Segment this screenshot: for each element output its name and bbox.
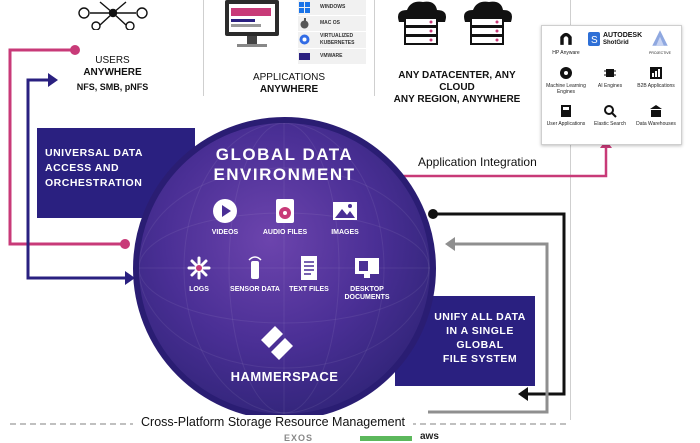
- desktop-documents-icon: [355, 258, 379, 278]
- monitor-icon: [225, 0, 279, 47]
- magenta-loop-line: [8, 48, 125, 246]
- os-vmware: VMWARE: [298, 49, 366, 64]
- shotgrid-icon: S: [588, 32, 600, 46]
- right-panel-line-2: IN A SINGLE: [446, 325, 514, 337]
- column-divider-3: [570, 0, 571, 420]
- hammerspace-logo-icon: [261, 326, 293, 360]
- file-type-text: TEXT FILES: [277, 255, 341, 294]
- applications-title: APPLICATIONS: [252, 72, 326, 83]
- play-icon: [213, 199, 237, 223]
- logs-icon: [187, 256, 211, 280]
- app-machine-learning: Machine Learning Engines: [544, 66, 588, 95]
- ai-chip-icon: [604, 69, 616, 77]
- windows-icon: [299, 2, 310, 13]
- app-elastic-search: Elastic Search: [588, 104, 632, 127]
- right-panel-line-1: UNIFY ALL DATA: [434, 311, 526, 323]
- datacenter-caption: ANY DATACENTER, ANY CLOUD ANY REGION, AN…: [382, 70, 532, 106]
- app-hp-anyware: HP Anyware: [544, 29, 588, 56]
- svg-text:S: S: [591, 35, 598, 46]
- file-type-logs: LOGS: [167, 255, 231, 294]
- app-b2b: B2B Applications: [634, 66, 678, 89]
- unify-data-panel: UNIFY ALL DATA IN A SINGLE GLOBAL FILE S…: [395, 296, 535, 386]
- datacenter-title: ANY DATACENTER, ANY CLOUD: [398, 70, 516, 93]
- globe-title-line-2: ENVIRONMENT: [213, 165, 356, 184]
- app-projective: PROJECTIVE: [642, 29, 678, 56]
- column-divider-2: [374, 0, 375, 96]
- right-panel-line-4: FILE SYSTEM: [442, 353, 518, 365]
- left-panel-line-1: UNIVERSAL DATA: [45, 147, 144, 159]
- file-type-sensor: SENSOR DATA: [223, 255, 287, 294]
- vendor-exos: EXOS: [284, 433, 314, 443]
- globe-title-line-1: GLOBAL DATA: [215, 145, 354, 164]
- users-caption: USERS ANYWHERE NFS, SMB, pNFS: [50, 55, 175, 93]
- users-protocols: NFS, SMB, pNFS: [76, 82, 149, 92]
- file-type-desktop: DESKTOP DOCUMENTS: [335, 255, 399, 302]
- vendor-green-logo: [360, 436, 412, 441]
- file-type-audio: AUDIO FILES: [253, 198, 317, 237]
- left-panel-line-2: ACCESS AND: [45, 162, 120, 174]
- app-user-applications: User Applications: [544, 104, 588, 127]
- b2b-chart-icon: [650, 67, 662, 79]
- text-file-icon: [301, 256, 317, 280]
- audio-file-icon: [276, 199, 294, 223]
- user-applications-icon: [561, 105, 571, 117]
- data-warehouse-icon: [650, 105, 662, 117]
- left-panel-line-3: ORCHESTRATION: [45, 177, 143, 189]
- kubernetes-icon: [299, 34, 310, 45]
- users-title: USERS: [95, 55, 130, 66]
- image-icon: [333, 202, 357, 220]
- applications-box: HP Anyware S AUTODESK ShotGrid PROJECTIV…: [541, 25, 682, 145]
- users-subtitle: ANYWHERE: [83, 67, 142, 78]
- app-ai-engines: AI Engines: [588, 66, 632, 89]
- app-data-warehouses: Data Warehouses: [634, 104, 678, 127]
- sensor-icon: [248, 256, 262, 279]
- file-type-videos: VIDEOS: [193, 198, 257, 237]
- gray-loop-line: [428, 242, 549, 414]
- os-windows: WINDOWS: [298, 0, 366, 15]
- file-type-images: IMAGES: [313, 198, 377, 237]
- machine-learning-icon: [560, 67, 572, 79]
- application-integration-label: Application Integration: [418, 155, 537, 169]
- projective-icon: [652, 30, 668, 46]
- datacenter-subtitle: ANY REGION, ANYWHERE: [393, 94, 521, 105]
- hammerspace-brand: HAMMERSPACE: [230, 369, 339, 384]
- os-kubernetes: VIRTUALIZED KUBERNETES: [298, 32, 366, 48]
- footer-label: Cross-Platform Storage Resource Manageme…: [133, 415, 414, 429]
- vmware-icon: [299, 53, 310, 60]
- os-macos: MAC OS: [298, 16, 366, 31]
- applications-subtitle: ANYWHERE: [259, 84, 319, 95]
- users-network-icon: [78, 1, 148, 30]
- right-panel-line-3: GLOBAL: [456, 339, 504, 351]
- global-data-globe: GLOBAL DATA ENVIRONMENT VIDEOS AUDIO FIL…: [133, 117, 436, 420]
- vendor-aws: aws: [420, 431, 439, 442]
- search-icon: [604, 105, 617, 118]
- hp-anyware-icon: [560, 32, 572, 45]
- cloud-server-icon-2: [464, 1, 512, 45]
- cloud-server-icon: [398, 1, 446, 45]
- apple-icon: [300, 18, 309, 29]
- column-divider-1: [203, 0, 204, 96]
- navy-loop-line: [26, 78, 125, 280]
- applications-caption: APPLICATIONS ANYWHERE: [214, 72, 364, 96]
